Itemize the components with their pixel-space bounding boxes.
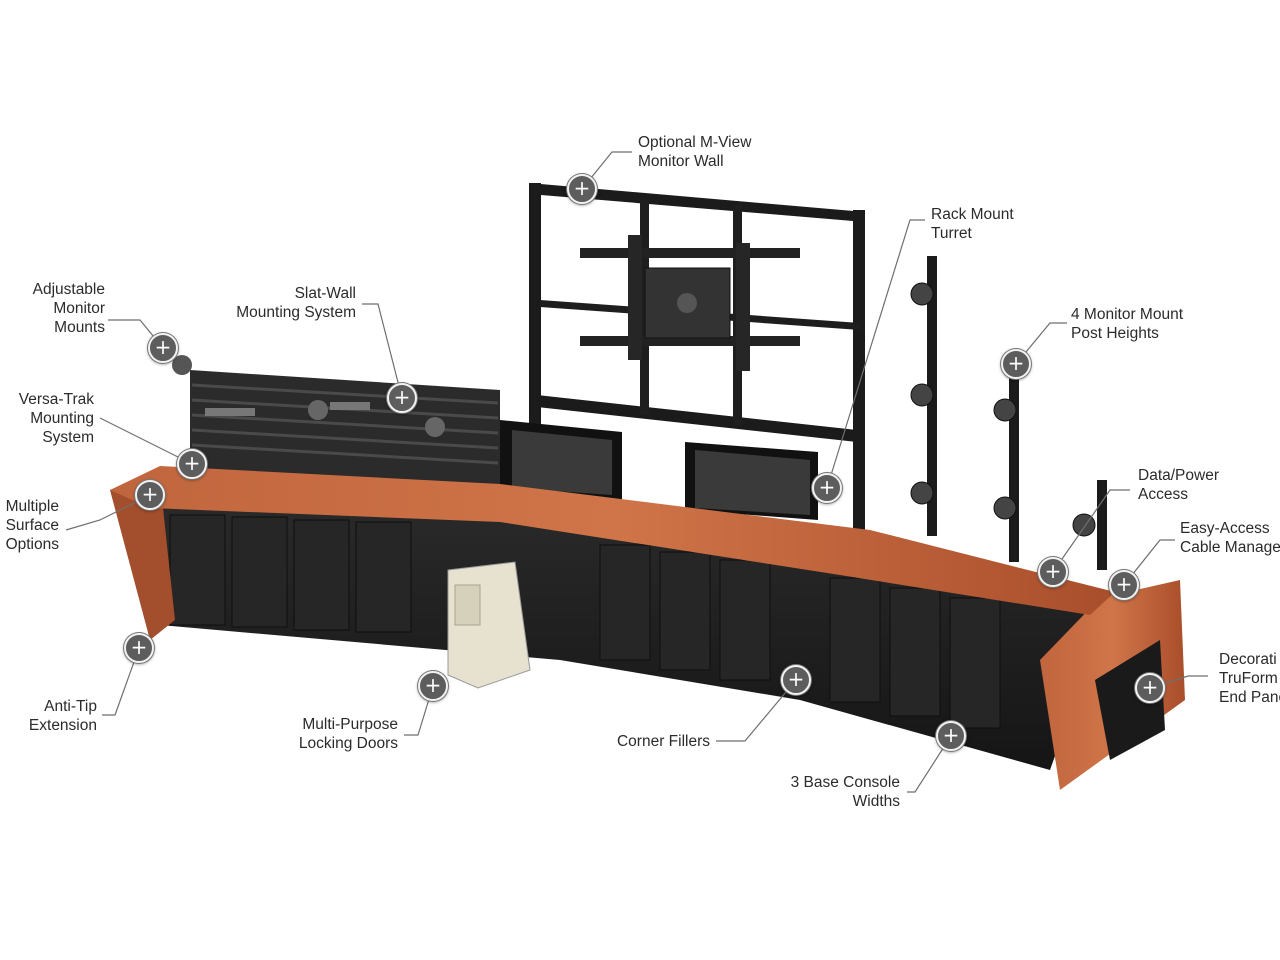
hotspot-data-power[interactable]: +: [1038, 557, 1068, 587]
hotspot-m-view[interactable]: +: [567, 174, 597, 204]
hotspot-post-heights[interactable]: +: [1001, 349, 1031, 379]
hotspot-corner-fillers[interactable]: +: [781, 665, 811, 695]
rack-cabinets: [500, 420, 818, 520]
leader-lines: [65, 151, 1208, 793]
hotspot-slat-wall[interactable]: +: [387, 383, 417, 413]
slat-wall-panel: [172, 355, 500, 485]
worksurface: [110, 466, 1115, 615]
monitor-posts: [910, 256, 1107, 570]
label-corner-fillers: Corner Fillers: [616, 733, 710, 750]
m-view-wall: [529, 183, 865, 540]
console-base: [110, 480, 1185, 790]
hotspot-rack-mount[interactable]: +: [812, 473, 842, 503]
hotspot-console-widths[interactable]: +: [936, 721, 966, 751]
hotspot-locking-doors[interactable]: +: [418, 671, 448, 701]
hotspot-anti-tip[interactable]: +: [124, 633, 154, 663]
hotspot-surface-options[interactable]: +: [135, 480, 165, 510]
hotspot-versa-trak[interactable]: +: [177, 449, 207, 479]
hotspot-adjustable-mounts[interactable]: +: [148, 333, 178, 363]
hotspot-cable-manage[interactable]: +: [1109, 570, 1139, 600]
hotspot-end-panel[interactable]: +: [1135, 673, 1165, 703]
